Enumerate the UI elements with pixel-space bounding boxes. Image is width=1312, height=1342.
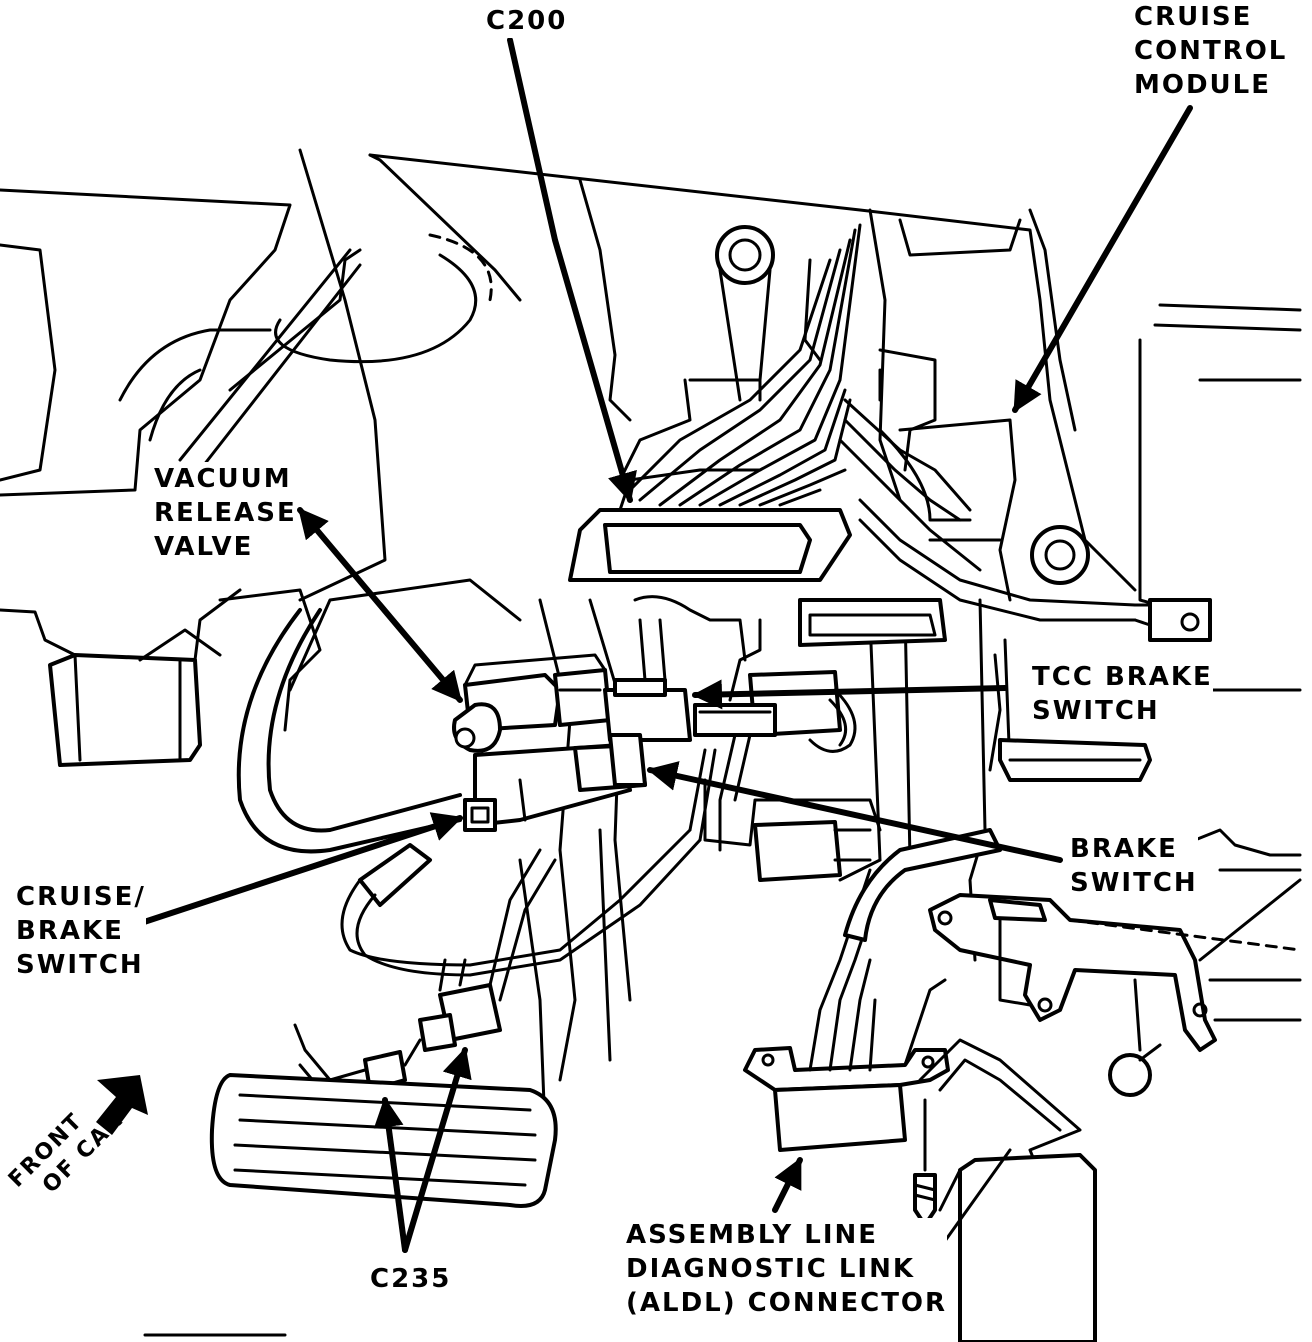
label-cruise-brake-switch: CRUISE/ BRAKE SWITCH bbox=[16, 880, 146, 982]
tcc-brake-switch-drawing bbox=[693, 598, 947, 852]
c235-leader-arrow-icon-left bbox=[373, 1097, 408, 1253]
label-c235: C235 bbox=[370, 1262, 452, 1296]
label-line: RELEASE bbox=[154, 498, 297, 528]
label-line: VACUUM bbox=[154, 464, 292, 494]
c200-connector bbox=[568, 223, 1212, 642]
brake-pedal bbox=[209, 1073, 558, 1208]
label-c200: C200 bbox=[486, 4, 568, 38]
label-line: CRUISE/ bbox=[16, 882, 146, 912]
brake-switch-drawing bbox=[703, 778, 882, 882]
label-line: TCC BRAKE bbox=[1032, 662, 1213, 692]
label-line: C235 bbox=[370, 1264, 452, 1294]
brake-switch-leader-arrow-icon bbox=[647, 761, 1063, 863]
cruise-brake-switch-drawing bbox=[340, 733, 717, 977]
tcc-leader-arrow-icon bbox=[692, 679, 1008, 710]
c235-leader-arrow-icon-right bbox=[402, 1047, 472, 1253]
c200-leader-arrow-icon bbox=[507, 37, 637, 503]
label-line: SWITCH bbox=[1070, 868, 1198, 898]
cruise-brake-leader-arrow-icon bbox=[132, 812, 463, 928]
label-line: CRUISE bbox=[1134, 2, 1253, 32]
label-line: ASSEMBLY LINE bbox=[626, 1220, 879, 1250]
label-line: (ALDL) CONNECTOR bbox=[626, 1288, 948, 1318]
c235-connectors bbox=[293, 848, 557, 1097]
label-line: C200 bbox=[486, 6, 568, 36]
vacuum-valve-leader-arrow-icon bbox=[297, 507, 463, 703]
vacuum-valve-drawing bbox=[452, 595, 747, 753]
label-line: MODULE bbox=[1134, 70, 1271, 100]
label-line: DIAGNOSTIC LINK bbox=[626, 1254, 915, 1284]
front-arrow-icon bbox=[96, 1075, 148, 1135]
label-tcc-brake-switch: TCC BRAKE SWITCH bbox=[1032, 660, 1213, 728]
cruise-module-leader-arrow-icon bbox=[1012, 105, 1193, 413]
label-line: SWITCH bbox=[16, 950, 144, 980]
label-aldl-connector: ASSEMBLY LINE DIAGNOSTIC LINK (ALDL) CON… bbox=[626, 1218, 948, 1320]
label-line: CONTROL bbox=[1134, 36, 1288, 66]
label-line: BRAKE bbox=[1070, 834, 1178, 864]
label-line: BRAKE bbox=[16, 916, 124, 946]
label-vacuum-release-valve: VACUUM RELEASE VALVE bbox=[154, 462, 297, 564]
label-line: SWITCH bbox=[1032, 696, 1160, 726]
label-line: VALVE bbox=[154, 532, 254, 562]
leader-lines bbox=[132, 37, 1193, 1337]
label-cruise-control-module: CRUISE CONTROL MODULE bbox=[1134, 0, 1288, 102]
label-brake-switch: BRAKE SWITCH bbox=[1070, 832, 1198, 900]
aldl-connector-drawing bbox=[743, 653, 1302, 1342]
aldl-leader-arrow-icon bbox=[772, 1157, 803, 1213]
